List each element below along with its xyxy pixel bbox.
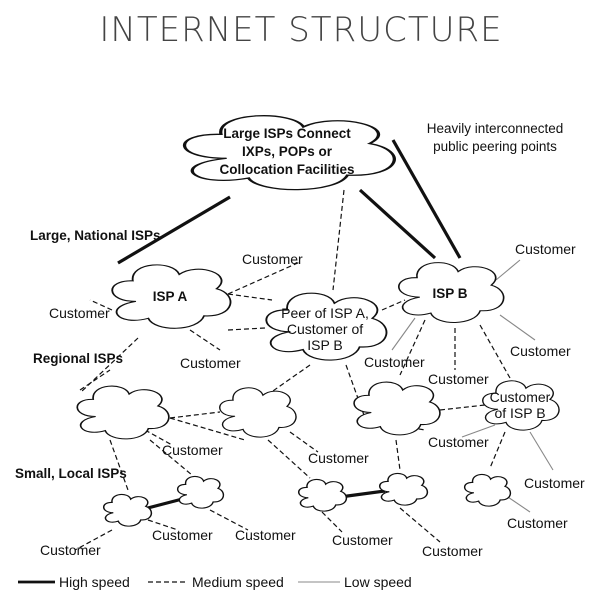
link-local-4-customer	[399, 507, 441, 543]
link-customer-b-local-5	[489, 431, 506, 469]
top-cloud-line-3: Collocation Facilities	[219, 162, 354, 177]
customer-b-cloud-line-2: of ISP B	[494, 405, 545, 421]
peer-cloud-line-2: Customer of	[287, 321, 363, 337]
link-isp-b-customer-right-2	[499, 314, 536, 341]
link-peer-regional-2	[269, 364, 311, 394]
link-isp-a-customer-bottom	[189, 329, 221, 351]
legend: High speed Medium speed Low speed	[18, 574, 412, 590]
link-isp-a-customer-left	[89, 299, 113, 311]
annotation-line-1: Heavily interconnected	[427, 121, 564, 136]
customer-label: Customer	[180, 355, 241, 371]
link-regional-1-local-2	[149, 439, 193, 476]
cloud-local-3	[299, 479, 347, 511]
cloud-regional-2	[220, 388, 296, 437]
customer-label: Customer	[242, 251, 303, 267]
customer-label: Customer	[40, 542, 101, 558]
link-top-peer	[332, 189, 345, 291]
link-regional-3-customer-b	[439, 404, 486, 411]
isp-b-label: ISP B	[432, 286, 467, 301]
link-isp-a-customer-top	[227, 261, 301, 295]
link-isp-a-peer-1	[227, 293, 273, 301]
annotation-line-2: public peering points	[433, 139, 557, 154]
link-local-3-local-4	[339, 489, 386, 499]
customer-label: Customer	[49, 305, 110, 321]
link-customer-b-customer-1	[461, 424, 496, 438]
link-isp-b-customer-left	[391, 317, 416, 351]
tier-label-local: Small, Local ISPs	[15, 466, 127, 481]
peer-cloud-line-1: Peer of ISP A,	[281, 305, 369, 321]
customer-label: Customer	[428, 371, 489, 387]
link-top-isp-b-2	[391, 139, 462, 259]
tier-label-regional: Regional ISPs	[33, 351, 123, 366]
link-local-5-customer	[504, 494, 531, 513]
isp-a-label: ISP A	[153, 289, 188, 304]
peer-cloud-line-3: ISP B	[307, 337, 343, 353]
cloud-local-2	[178, 476, 224, 508]
customer-label: Customer	[235, 527, 296, 543]
link-isp-b-customer-b	[479, 324, 511, 379]
link-regional-2-local-3	[267, 439, 311, 479]
link-regional-2-customer	[289, 431, 319, 453]
customer-label: Customer	[507, 515, 568, 531]
medium-speed-links	[74, 189, 511, 551]
link-peer-regional-3	[345, 364, 366, 419]
customer-labels: Customer Customer Customer Customer Cust…	[40, 241, 585, 559]
customer-label: Customer	[308, 450, 369, 466]
customer-label: Customer	[332, 532, 393, 548]
link-peer-isp-b	[381, 299, 406, 311]
cloud-local-5	[465, 474, 511, 506]
cloud-local-1	[104, 494, 152, 526]
legend-high-label: High speed	[59, 574, 130, 590]
customer-label: Customer	[364, 354, 425, 370]
top-cloud-line-1: Large ISPs Connect	[223, 126, 351, 141]
link-regional-1-customer	[144, 429, 173, 446]
link-local-2-customer	[209, 509, 249, 531]
link-top-isp-a	[117, 195, 231, 265]
cloud-regional-1	[77, 386, 169, 439]
link-regional-1-regional-2	[169, 411, 221, 419]
link-isp-b-regional-3	[399, 319, 426, 376]
page-title: INTERNET STRUCTURE	[99, 10, 503, 50]
cloud-regional-3	[354, 382, 440, 435]
link-regional-1-local-1	[109, 439, 129, 491]
customer-label: Customer	[510, 343, 571, 359]
customer-label: Customer	[422, 543, 483, 559]
top-cloud-line-2: IXPs, POPs or	[242, 144, 333, 159]
link-local-3-customer	[321, 511, 343, 533]
cloud-local-4	[380, 473, 428, 505]
link-isp-a-peer-2	[227, 327, 266, 331]
link-local-1-customer-2	[147, 519, 179, 531]
legend-low-label: Low speed	[344, 574, 412, 590]
link-local-1-customer	[74, 529, 113, 551]
customer-label: Customer	[162, 442, 223, 458]
link-regional-3-customer	[394, 424, 426, 431]
customer-label: Customer	[428, 434, 489, 450]
low-speed-links	[391, 259, 554, 513]
link-isp-b-customer-right	[495, 259, 521, 281]
customer-b-cloud-line-1: Customer	[490, 389, 551, 405]
customer-label: Customer	[515, 241, 576, 257]
customer-label: Customer	[152, 527, 213, 543]
link-top-isp-b	[358, 188, 437, 260]
tier-label-national: Large, National ISPs	[30, 228, 161, 243]
link-regional-1-regional-2b	[169, 417, 246, 441]
link-regional-3-local-4	[395, 439, 401, 471]
customer-label: Customer	[524, 475, 585, 491]
link-customer-b-customer-2	[529, 431, 554, 471]
legend-medium-label: Medium speed	[192, 574, 284, 590]
link-regional-1-left	[79, 369, 111, 391]
